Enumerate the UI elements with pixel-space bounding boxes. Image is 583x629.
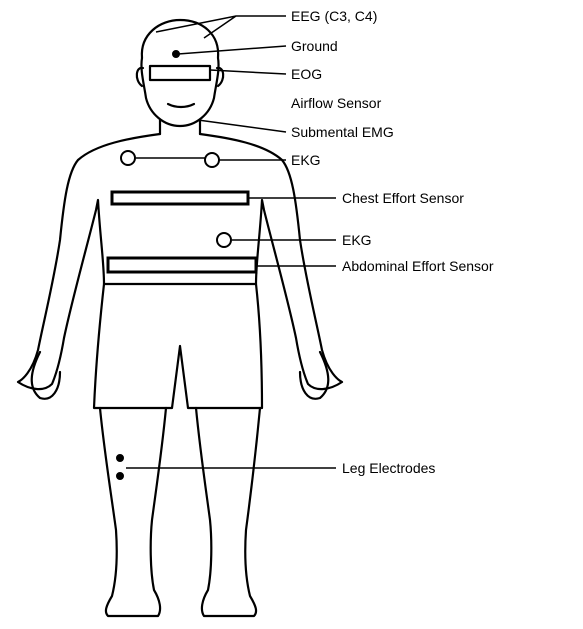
- leader-submental-emg: [198, 120, 286, 132]
- label-chest-effort: Chest Effort Sensor: [342, 190, 464, 206]
- leader-eog: [210, 70, 286, 74]
- electrodes: [117, 51, 231, 479]
- eog-goggles: [150, 66, 210, 80]
- leg-electrode-upper: [117, 455, 123, 461]
- label-ground: Ground: [291, 38, 338, 54]
- leader-ground: [178, 46, 286, 54]
- abdominal-effort-belt: [108, 258, 256, 272]
- chest-effort-belt: [112, 192, 248, 204]
- belts: [108, 192, 256, 272]
- leg-electrode-lower: [117, 473, 123, 479]
- shorts-outline: [94, 284, 262, 408]
- label-abdominal-effort: Abdominal Effort Sensor: [342, 258, 494, 274]
- label-airflow: Airflow Sensor: [291, 95, 382, 111]
- label-leg-electrodes: Leg Electrodes: [342, 460, 435, 476]
- mouth: [168, 104, 194, 107]
- ekg-electrode-abdomen: [217, 233, 231, 247]
- label-ekg-abdomen: EKG: [342, 232, 372, 248]
- left-leg: [100, 408, 166, 616]
- label-eeg: EEG (C3, C4): [291, 8, 377, 24]
- label-ekg-chest: EKG: [291, 152, 321, 168]
- label-eog: EOG: [291, 66, 322, 82]
- ekg-electrode-right-chest: [121, 151, 135, 165]
- ekg-electrode-left-chest: [205, 153, 219, 167]
- right-leg: [196, 408, 260, 616]
- label-submental-emg: Submental EMG: [291, 124, 394, 140]
